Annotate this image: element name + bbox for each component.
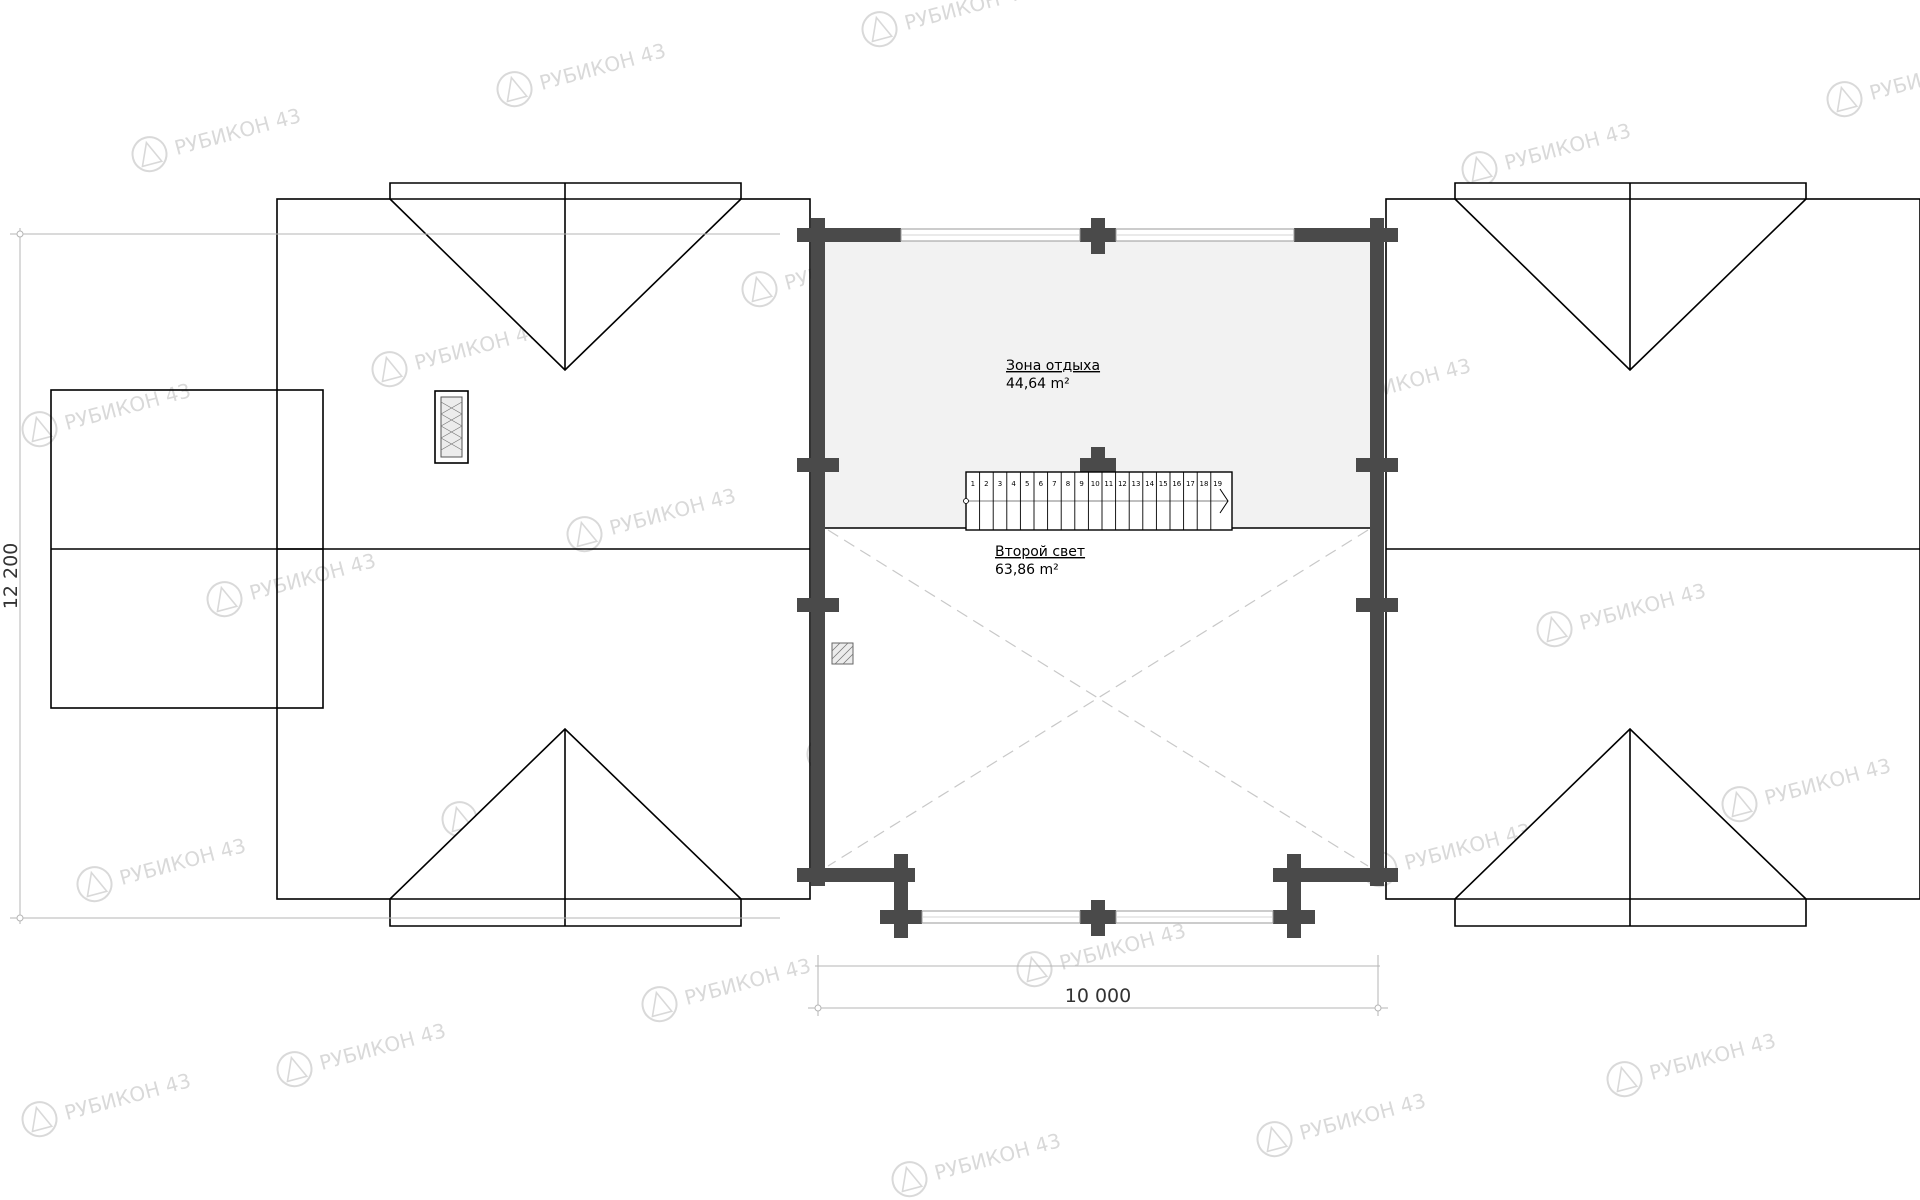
stair-step-number: 10 xyxy=(1091,480,1100,488)
stair-step-number: 18 xyxy=(1200,480,1209,488)
svg-text:РУБИКОН 43: РУБИКОН 43 xyxy=(607,483,739,540)
watermark: РУБИКОН 43 xyxy=(206,548,379,618)
svg-text:РУБИКОН 43: РУБИКОН 43 xyxy=(1297,1088,1429,1145)
stair-step-number: 17 xyxy=(1186,480,1195,488)
svg-text:РУБИКОН 43: РУБИКОН 43 xyxy=(1647,1028,1779,1085)
svg-text:РУБИКОН 43: РУБИКОН 43 xyxy=(172,103,304,160)
watermark: РУБИКОН 43 xyxy=(566,483,739,553)
svg-text:РУБИКОН 43: РУБИКОН 43 xyxy=(902,0,1034,35)
svg-text:РУБИКОН 43: РУБИКОН 43 xyxy=(1502,118,1634,175)
central-building xyxy=(797,218,1398,938)
svg-text:РУБИКОН 43: РУБИКОН 43 xyxy=(537,38,669,95)
svg-text:РУБИКОН 43: РУБИКОН 43 xyxy=(317,1018,449,1075)
watermark: РУБИКОН 43 xyxy=(1256,1088,1429,1158)
room-area: 63,86 m² xyxy=(995,562,1059,578)
room-area: 44,64 m² xyxy=(1006,376,1070,392)
watermark: РУБИКОН 43 xyxy=(131,103,304,173)
svg-text:РУБИКОН 43: РУБИКОН 43 xyxy=(1577,578,1709,635)
watermark: РУБИКОН 43 xyxy=(276,1018,449,1088)
watermark: РУБИКОН 43 xyxy=(861,0,1034,48)
watermark: РУБИКОН 43 xyxy=(21,1068,194,1138)
ventilation-icon xyxy=(831,642,854,665)
dimension-width xyxy=(808,955,1388,1016)
stair-step-number: 13 xyxy=(1132,480,1141,488)
svg-text:РУБИКОН 43: РУБИКОН 43 xyxy=(117,833,249,890)
svg-text:РУБИКОН 43: РУБИКОН 43 xyxy=(932,1128,1064,1185)
stair-step-number: 3 xyxy=(998,480,1002,488)
left-roof xyxy=(50,182,811,927)
watermark: РУБИКОН 43 xyxy=(641,953,814,1023)
watermark: РУБИКОН 43 xyxy=(1826,48,1920,118)
stair-step-number: 5 xyxy=(1025,480,1029,488)
stair-step-number: 14 xyxy=(1145,480,1154,488)
svg-text:РУБИКОН 43: РУБИКОН 43 xyxy=(62,1068,194,1125)
watermark: РУБИКОН 43 xyxy=(1461,118,1634,188)
stair-step-number: 19 xyxy=(1213,480,1222,488)
svg-text:РУБИКОН 43: РУБИКОН 43 xyxy=(1867,48,1920,105)
watermark: РУБИКОН 43 xyxy=(1606,1028,1779,1098)
room-label-rest-zone: Зона отдыха 44,64 m² xyxy=(1006,358,1100,392)
watermark: РУБИКОН 43 xyxy=(1536,578,1709,648)
svg-text:РУБИКОН 43: РУБИКОН 43 xyxy=(62,378,194,435)
room-name: Зона отдыха xyxy=(1006,358,1100,374)
dimension-depth xyxy=(10,228,780,924)
stair-step-number: 11 xyxy=(1104,480,1113,488)
depth-dimension-label: 12 200 xyxy=(0,543,22,609)
watermark: РУБИКОН 43 xyxy=(1721,753,1894,823)
watermark: РУБИКОН 43 xyxy=(891,1128,1064,1198)
right-roof xyxy=(1385,182,1920,927)
stair-step-number: 1 xyxy=(971,480,975,488)
svg-text:РУБИКОН 43: РУБИКОН 43 xyxy=(1762,753,1894,810)
stair-step-number: 16 xyxy=(1172,480,1181,488)
watermark: РУБИКОН 43 xyxy=(496,38,669,108)
stair-step-number: 12 xyxy=(1118,480,1127,488)
watermark: РУБИКОН 43 xyxy=(21,378,194,448)
svg-text:РУБИКОН 43: РУБИКОН 43 xyxy=(247,548,379,605)
stair-step-number: 7 xyxy=(1052,480,1056,488)
stair-step-number: 6 xyxy=(1039,480,1044,488)
stair-step-number: 8 xyxy=(1066,480,1070,488)
room-name: Второй свет xyxy=(995,544,1085,560)
stair-step-number: 4 xyxy=(1011,480,1016,488)
stair-step-number: 2 xyxy=(984,480,988,488)
stair-step-number: 9 xyxy=(1079,480,1083,488)
width-dimension-label: 10 000 xyxy=(1065,985,1131,1007)
stair-step-number: 15 xyxy=(1159,480,1168,488)
room-label-second-light: Второй свет 63,86 m² xyxy=(995,544,1085,578)
watermark: РУБИКОН 43 xyxy=(76,833,249,903)
svg-text:РУБИКОН 43: РУБИКОН 43 xyxy=(682,953,814,1010)
